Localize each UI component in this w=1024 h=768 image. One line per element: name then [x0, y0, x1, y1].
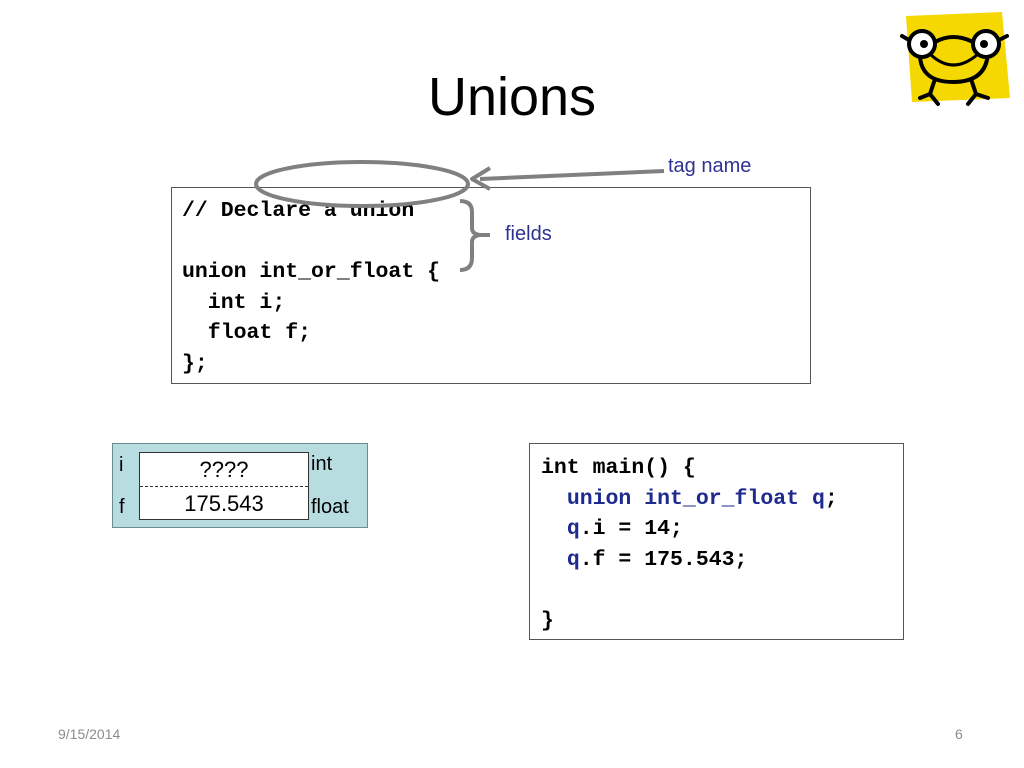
tag-name-arrowhead	[470, 166, 492, 191]
code-line: int main() {	[541, 453, 903, 484]
code-indent	[541, 517, 567, 541]
code-line: q.i = 14;	[541, 514, 903, 545]
code-line: float f;	[182, 321, 312, 345]
code-line: union int_or_float {	[182, 260, 441, 284]
slide-date: 9/15/2014	[58, 726, 121, 742]
code-text: ;	[824, 486, 838, 511]
union-variable: q	[566, 547, 580, 572]
code-line	[182, 227, 810, 258]
memory-diagram: i f ???? 175.543 int float	[112, 443, 368, 528]
fields-label: fields	[505, 223, 552, 245]
type-float-label: float	[311, 496, 349, 518]
code-text: int main() {	[541, 456, 696, 480]
code-indent	[541, 487, 567, 511]
union-variable: q	[566, 517, 580, 541]
union-declaration-code: // Declare a union union int_or_float { …	[171, 187, 811, 384]
memory-value-int: ????	[199, 457, 249, 482]
code-text: .i = 14;	[579, 517, 683, 541]
code-line: // Declare a union	[182, 199, 415, 223]
code-line: q.f = 175.543;	[541, 545, 903, 576]
code-line: };	[182, 351, 208, 376]
main-function-code: int main() { union int_or_float q; q.i =…	[529, 443, 904, 640]
code-text: }	[541, 608, 554, 633]
memory-cell: ???? 175.543	[139, 452, 309, 520]
memory-divider	[140, 486, 308, 487]
code-indent	[541, 548, 567, 572]
tag-name-arrow	[479, 169, 665, 181]
code-line: }	[541, 606, 903, 637]
code-line	[541, 575, 903, 606]
type-int-label: int	[311, 453, 333, 475]
code-line: union int_or_float q;	[541, 484, 903, 515]
field-i-label: i	[119, 454, 124, 476]
slide-title: Unions	[427, 67, 597, 127]
field-f-label: f	[119, 496, 125, 518]
code-text: .f = 175.543;	[579, 547, 748, 572]
code-line: int i;	[182, 290, 286, 315]
slide-page-number: 6	[955, 726, 963, 742]
tag-name-label: tag name	[668, 155, 752, 177]
union-variable-declaration: union int_or_float q	[566, 486, 825, 511]
mascot-logo-icon	[900, 12, 1010, 106]
memory-value-float: 175.543	[184, 491, 264, 516]
